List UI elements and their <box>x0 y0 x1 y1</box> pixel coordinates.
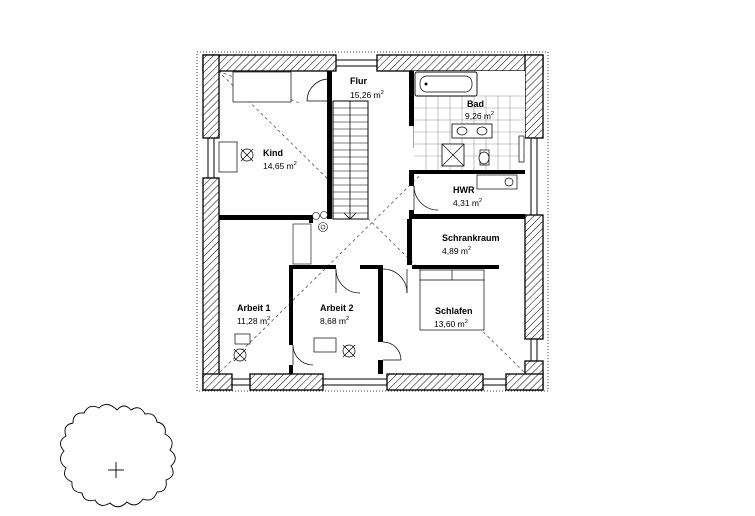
windows <box>207 59 538 386</box>
room-area-schlafen: 13,60 m2 <box>434 319 468 329</box>
room-area-schrankraum: 4,89 m2 <box>442 246 471 256</box>
room-name-kind: Kind <box>263 148 283 158</box>
room-name-arbeit2: Arbeit 2 <box>320 303 354 313</box>
room-area-hwr: 4,31 m2 <box>453 198 482 208</box>
tree-icon <box>60 404 176 508</box>
kind-furniture <box>218 71 292 173</box>
bathroom-fixtures <box>414 71 525 170</box>
hwr-appliances <box>476 174 518 190</box>
interior-walls <box>219 71 525 374</box>
schlafen-bed <box>419 269 485 331</box>
room-name-arbeit1: Arbeit 1 <box>237 303 271 313</box>
flur-fixtures <box>292 211 328 265</box>
room-name-schrankraum: Schrankraum <box>442 233 500 243</box>
room-area-flur: 15,26 m2 <box>350 90 384 100</box>
room-labels: Flur 15,26 m2 Bad 9,26 m2 Kind 14,65 m2 … <box>237 76 500 329</box>
room-name-flur: Flur <box>350 76 367 86</box>
room-name-schlafen: Schlafen <box>435 306 473 316</box>
room-name-hwr: HWR <box>453 185 475 195</box>
room-area-arbeit1: 11,28 m2 <box>237 316 270 326</box>
staircase <box>332 100 369 220</box>
arbeit-furniture <box>233 333 356 362</box>
room-name-bad: Bad <box>467 99 484 109</box>
room-area-kind: 14,65 m2 <box>263 161 297 171</box>
room-area-bad: 9,26 m2 <box>465 111 494 121</box>
room-area-arbeit2: 8,68 m2 <box>320 316 349 326</box>
exterior-walls <box>202 54 544 391</box>
